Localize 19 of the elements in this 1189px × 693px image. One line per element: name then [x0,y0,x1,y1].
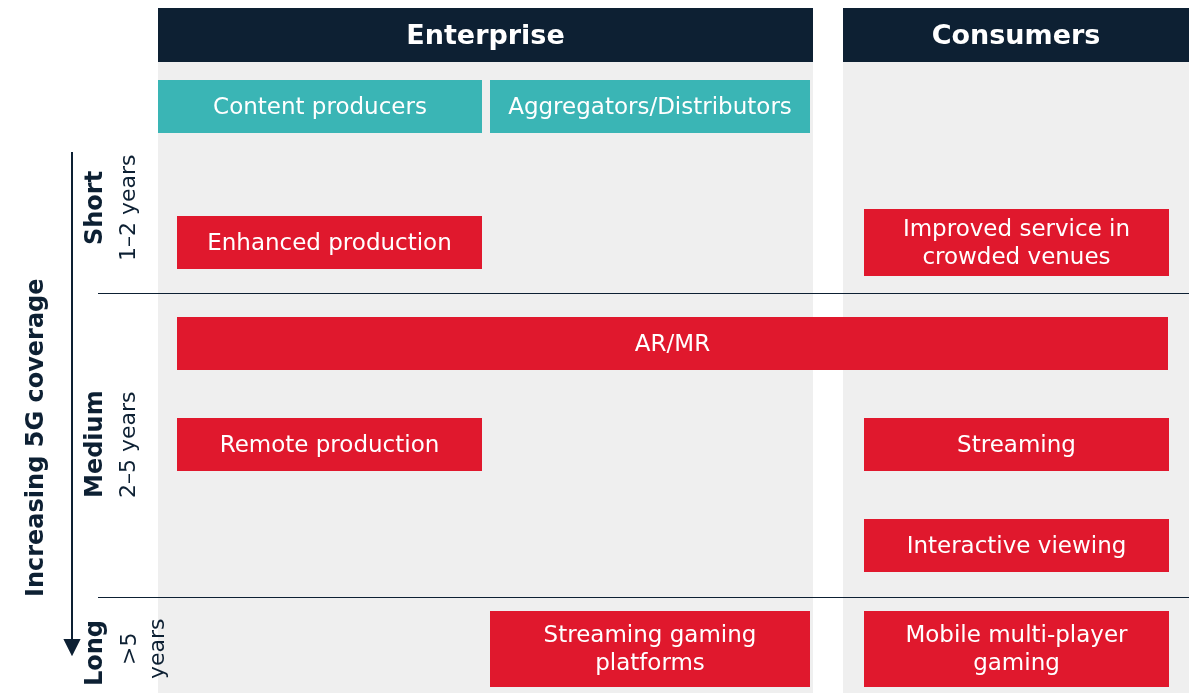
row-label: Medium [80,389,109,500]
use-case-box: AR/MR [177,317,1168,370]
use-case-box: Streaming gaming platforms [490,611,810,687]
row-label: Long [80,620,109,686]
axis-title: Increasing 5G coverage [20,277,50,600]
use-case-box: Remote production [177,418,482,471]
column-header: Enterprise [158,8,813,62]
use-case-box: Improved service in crowded venues [864,209,1169,276]
use-case-box: Mobile multi-player gaming [864,611,1169,687]
row-duration: 2–5 years [115,390,141,501]
row-duration: >5 years [115,617,170,682]
row-duration: 1–2 years [115,153,141,264]
category-box: Content producers [158,80,482,133]
row-label: Short [80,169,109,248]
column-header: Consumers [843,8,1189,62]
category-box: Aggregators/Distributors [490,80,810,133]
use-case-box: Streaming [864,418,1169,471]
use-case-box: Enhanced production [177,216,482,269]
use-case-box: Interactive viewing [864,519,1169,572]
